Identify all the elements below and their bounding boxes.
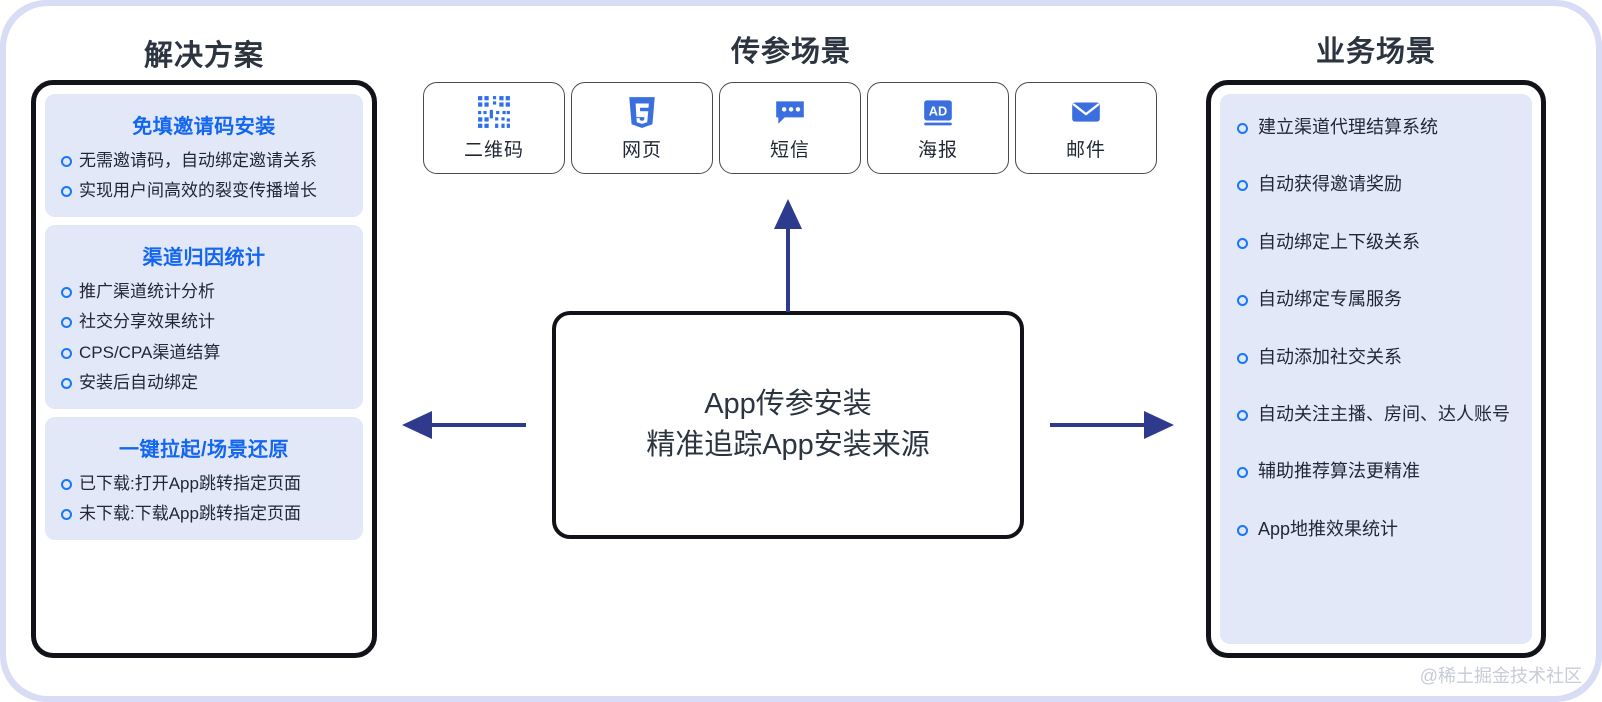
channel-box-qrcode[interactable]: 二维码 <box>423 82 565 174</box>
solution-card-invite-code[interactable]: 免填邀请码安装 无需邀请码，自动绑定邀请关系 实现用户间高效的裂变传播增长 <box>45 94 363 218</box>
arrow-pointing-up-icon <box>774 199 802 312</box>
channel-box-sms[interactable]: 短信 <box>719 82 861 174</box>
arrow-pointing-right-icon <box>1050 411 1174 439</box>
solution-panel: 免填邀请码安装 无需邀请码，自动绑定邀请关系 实现用户间高效的裂变传播增长 渠道… <box>31 80 377 658</box>
solution-card-deeplink[interactable]: 一键拉起/场景还原 已下载:打开App跳转指定页面 未下载:下载App跳转指定页… <box>45 416 363 540</box>
card-title: 一键拉起/场景还原 <box>118 438 290 461</box>
channel-box-webpage[interactable]: 网页 <box>571 82 713 174</box>
middle-column-title: 传参场景 <box>730 36 851 68</box>
watermark: @稀土掘金技术社区 <box>1419 666 1582 686</box>
solution-card-channel-attribution[interactable]: 渠道归因统计 推广渠道统计分析 社交分享效果统计 CPS/CPA渠道结算 安装后… <box>45 225 363 409</box>
channel-label: 邮件 <box>1065 139 1106 161</box>
sms-bubble-icon <box>773 95 807 129</box>
card-bullet-list: 无需邀请码，自动绑定邀请关系 实现用户间高效的裂变传播增长 <box>55 149 353 203</box>
diagram-inner-surface: 解决方案 传参场景 业务场景 免填邀请码安装 无需邀请码，自动绑定邀请关系 实现… <box>6 6 1596 696</box>
list-item: 实现用户间高效的裂变传播增长 <box>55 179 353 203</box>
svg-text:AD: AD <box>929 103 947 118</box>
channel-label: 网页 <box>621 139 662 161</box>
card-title: 渠道归因统计 <box>142 247 266 270</box>
list-item: 已下载:打开App跳转指定页面 <box>55 472 353 496</box>
list-item: CPS/CPA渠道结算 <box>55 341 353 365</box>
channel-label: 短信 <box>769 139 810 161</box>
channel-label: 海报 <box>917 139 958 161</box>
qrcode-icon <box>477 95 511 129</box>
list-item: 自动添加社交关系 <box>1232 346 1522 369</box>
left-column-title: 解决方案 <box>143 40 264 72</box>
list-item: App地推效果统计 <box>1232 518 1522 541</box>
business-scenario-list: 建立渠道代理结算系统 自动获得邀请奖励 自动绑定上下级关系 自动绑定专属服务 自… <box>1232 116 1522 541</box>
card-bullet-list: 已下载:打开App跳转指定页面 未下载:下载App跳转指定页面 <box>55 472 353 526</box>
channel-box-poster[interactable]: AD 海报 <box>867 82 1009 174</box>
list-item: 未下载:下载App跳转指定页面 <box>55 502 353 526</box>
center-concept-box[interactable]: App传参安装 精准追踪App安装来源 <box>552 311 1024 539</box>
channel-label: 二维码 <box>463 139 524 161</box>
channel-box-email[interactable]: 邮件 <box>1015 82 1157 174</box>
list-item: 社交分享效果统计 <box>55 310 353 334</box>
arrow-pointing-left-icon <box>402 411 526 439</box>
list-item: 推广渠道统计分析 <box>55 280 353 304</box>
list-item: 自动关注主播、房间、达人账号 <box>1232 403 1522 426</box>
card-bullet-list: 推广渠道统计分析 社交分享效果统计 CPS/CPA渠道结算 安装后自动绑定 <box>55 280 353 395</box>
business-scenario-card: 建立渠道代理结算系统 自动获得邀请奖励 自动绑定上下级关系 自动绑定专属服务 自… <box>1220 94 1532 644</box>
ad-poster-icon: AD <box>921 95 955 129</box>
list-item: 自动获得邀请奖励 <box>1232 173 1522 196</box>
list-item: 无需邀请码，自动绑定邀请关系 <box>55 149 353 173</box>
list-item: 安装后自动绑定 <box>55 371 353 395</box>
right-column-title: 业务场景 <box>1315 36 1436 68</box>
envelope-icon <box>1069 95 1103 129</box>
center-line-2: 精准追踪App安装来源 <box>646 429 930 461</box>
list-item: 自动绑定上下级关系 <box>1232 231 1522 254</box>
list-item: 辅助推荐算法更精准 <box>1232 460 1522 483</box>
center-line-1: App传参安装 <box>704 387 872 420</box>
card-title: 免填邀请码安装 <box>132 116 276 138</box>
html5-icon <box>625 95 659 129</box>
list-item: 自动绑定专属服务 <box>1232 288 1522 311</box>
business-scenario-panel: 建立渠道代理结算系统 自动获得邀请奖励 自动绑定上下级关系 自动绑定专属服务 自… <box>1206 80 1546 658</box>
list-item: 建立渠道代理结算系统 <box>1232 116 1522 139</box>
